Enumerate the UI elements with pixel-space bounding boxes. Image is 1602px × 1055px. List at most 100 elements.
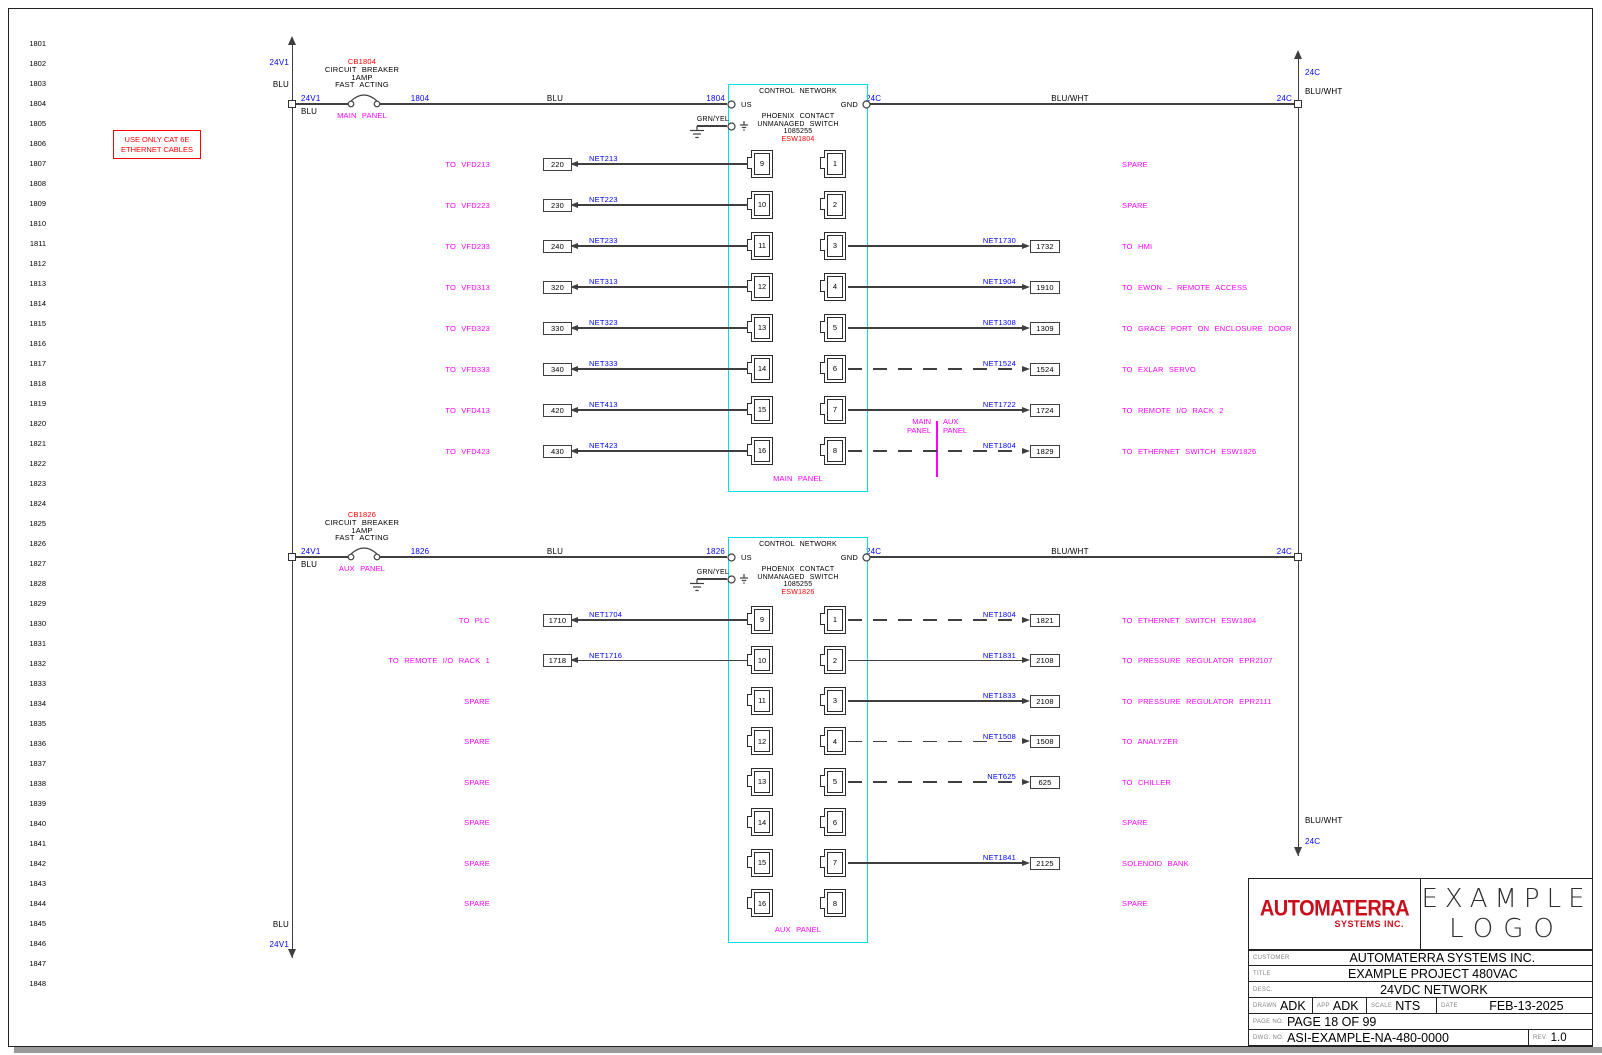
line-number: 1807 [29,159,46,168]
section-0-port14-jack: 14 [747,354,773,383]
port-tab-icon [747,613,752,625]
section-1-feed-wire-b [379,556,727,558]
section-0-port10-wire-number-box: 230 [543,198,572,212]
section-0-port11-wire-number-box: 240 [543,239,572,253]
section-1-us-terminal-icon [726,552,736,562]
line-number: 1829 [29,599,46,608]
section-0-port14-wire [578,368,748,370]
left-bus-top-net-label: 24V1 [269,58,289,67]
port-number: 4 [827,730,843,752]
section-0-port5-jack: 5 [820,313,846,342]
section-1-port9-wire-number-box: 1710 [543,613,572,627]
port-tab-icon [747,362,752,374]
title-block-logo-row: AUTOMATERRA SYSTEMS INC. EXAMPLE LOGO [1249,879,1592,950]
section-1-port4-dest-label: TO ANALYZER [1122,737,1179,746]
section-0-port2-dest-label: SPARE [1122,200,1148,210]
company-logo: AUTOMATERRA SYSTEMS INC. [1249,879,1421,949]
title-block-customer-row: CUSTOMER AUTOMATERRA SYSTEMS INC. [1249,949,1592,966]
section-1-port11-jack: 11 [747,686,773,715]
section-0-switch-tag: ESW1804 [781,135,815,143]
section-0-feed-wire-b [379,103,727,105]
port-tab-icon [747,157,752,169]
section-1-port5-jack: 5 [820,767,846,796]
section-1-port3-wire [848,700,1022,702]
section-1-port13-dest-label: SPARE [464,777,490,787]
dwg-label: DWG. NO. [1253,1034,1285,1041]
port-number: 5 [827,770,843,793]
section-0-port15-wire-number-box: 420 [543,403,572,417]
port-number: 13 [754,316,770,339]
section-0-switch-enclosure [728,84,868,492]
section-0-port11-net-label: NET233 [589,236,618,245]
section-0-port9-jack: 9 [747,149,773,178]
section-0-breaker-desc1: CIRCUIT BREAKER [324,65,400,74]
line-number: 1844 [29,899,46,908]
section-0-port14-arrow-icon [570,365,578,372]
section-1-gnd-label: GND [840,553,858,562]
right-bus-bottom-net-label: 24C [1305,837,1321,846]
page-label: PAGE NO. [1253,1018,1284,1025]
section-0-port10-dest-label: TO VFD223 [445,200,490,210]
section-1-port2-dest-label: TO PRESSURE REGULATOR EPR2107 [1122,656,1273,665]
section-1-wire-gndright-label: 24C [1276,547,1292,556]
section-1-port15-dest-label: SPARE [464,858,490,868]
port-tab-icon [747,775,752,787]
section-0-port15-dest-label: TO VFD413 [445,405,490,415]
right-bus-bottom-color-label: BLU/WHT [1305,816,1343,825]
title-block-title-row: TITLE EXAMPLE PROJECT 480VAC [1249,965,1592,981]
section-0-port14-dest-label: TO VFD333 [445,364,490,374]
section-1-port10-wire-number-box: 1718 [543,654,572,667]
section-1-port15-jack: 15 [747,848,773,877]
section-1-port1-wire [848,619,1022,621]
port-tab-icon [747,321,752,333]
rev-value: 1.0 [1550,1031,1567,1044]
section-1-feed-wire-a [293,556,349,558]
port-tab-icon [747,856,752,868]
section-0-port11-arrow-icon [570,242,578,249]
port-tab-icon [747,694,752,706]
section-0-port15-jack: 15 [747,395,773,424]
port-number: 10 [754,649,770,671]
left-bus-top-color-label: BLU [272,80,289,89]
section-1-wire-segright-label: 1826 [706,547,725,556]
section-1-port3-dest-label: TO PRESSURE REGULATOR EPR2111 [1122,696,1272,706]
line-number: 1832 [29,659,46,668]
page-border [8,8,1593,1047]
line-number: 1836 [29,739,46,748]
drawn-label: DRAWN [1253,1002,1277,1009]
section-0-pe-label: GRN/YEL [696,116,729,123]
section-0-wire-gndcolor-label: BLU/WHT [1051,94,1089,103]
section-1-wire-busnet-label: 24V1 [301,547,321,556]
section-0-breaker-panel-label: MAIN PANEL [337,111,387,120]
section-1-port9-net-label: NET1704 [589,610,623,619]
section-1-breaker-panel-label: AUX PANEL [338,564,386,573]
port-tab-icon [820,157,825,169]
company-logo-text: AUTOMATERRA [1259,896,1410,921]
port-tab-icon [747,815,752,828]
section-0-port6-net-label: NET1524 [982,359,1016,368]
title-block: AUTOMATERRA SYSTEMS INC. EXAMPLE LOGO CU… [1248,878,1593,1046]
section-0-port2-jack: 2 [820,190,846,219]
line-number: 1833 [29,679,46,688]
line-number: 1839 [29,799,46,808]
port-number: 3 [827,689,843,712]
section-0-port1-jack: 1 [820,149,846,178]
section-0-port14-wire-number-box: 340 [543,362,572,376]
port-number: 16 [754,892,770,914]
port-tab-icon [820,403,825,415]
section-0-port13-arrow-icon [570,324,578,331]
section-1-port9-arrow-icon [570,616,578,623]
section-0-mfr-line3: 1085255 [783,128,813,135]
section-1-port5-net-label: NET625 [987,772,1016,781]
port-number: 7 [827,851,843,874]
port-tab-icon [747,444,752,456]
section-0-port6-dest-label: TO EXLAR SERVO [1122,364,1196,374]
section-1-us-label: US [741,553,752,562]
section-0-port9-wire-number-box: 220 [543,157,572,171]
section-1-earth-ground-icon [690,579,704,592]
section-0-port4-jack: 4 [820,272,846,301]
section-1-port7-net-label: NET1841 [982,853,1016,862]
section-0-gnd-wire [870,103,1298,105]
port-number: 15 [754,851,770,874]
right-bus-top-color-label: BLU/WHT [1305,87,1343,96]
